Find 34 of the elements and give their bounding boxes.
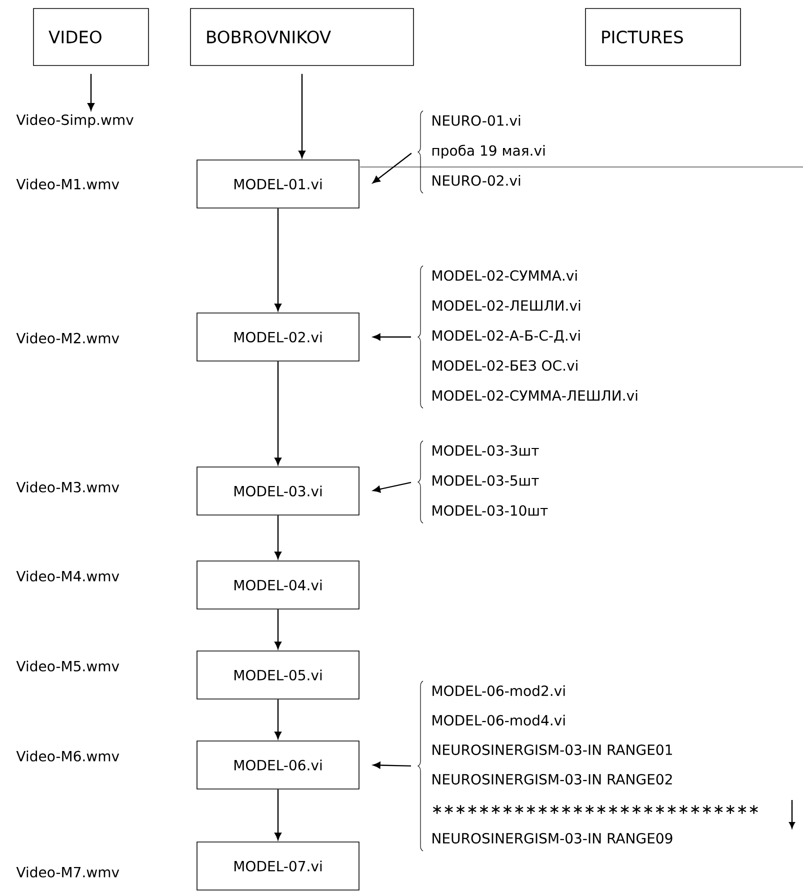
arrow: [274, 699, 282, 740]
arrow: [274, 515, 282, 560]
file-name: Video-M1.wmv: [16, 178, 120, 190]
arrow: [274, 609, 282, 650]
arrow: [372, 482, 412, 493]
file-name: Video-M3.wmv: [16, 482, 120, 492]
file-list: NEURO-01.vi проба 19 мая.vi NEURO-02.vi: [418, 110, 545, 194]
arrow: [274, 361, 282, 466]
file-list: MODEL-03-3шт MODEL-03-5шт MODEL-03-10шт: [418, 440, 548, 524]
file-name: Video-M6.wmv: [16, 750, 120, 762]
arrow: [372, 762, 412, 769]
file-name: Video-M4.wmv: [16, 570, 120, 582]
header-box: BOBROVNIKOV: [190, 8, 414, 66]
file-list: MODEL-06-mod2.vi MODEL-06-mod4.vi NEUROSINERGISM-03-IN RANGE01 NEUROSINERGISM-03-IN RANGE02 ∗∗∗∗∗∗∗∗∗∗∗∗∗∗∗∗∗∗∗∗∗∗∗∗∗∗∗∗ NEUROSINERGISM-03-IN RANGE09: [418, 680, 758, 852]
arrow: [372, 152, 412, 184]
process-box: MODEL-05.vi: [196, 650, 360, 700]
arrow: [298, 74, 306, 158]
file-name: Video-Simp.wmv: [16, 114, 134, 128]
file-name: Video-M7.wmv: [16, 866, 120, 878]
file-name: Video-M2.wmv: [16, 332, 120, 344]
process-box: MODEL-03.vi: [196, 466, 360, 516]
process-box: MODEL-06.vi: [196, 740, 360, 790]
header-box: PICTURES: [585, 8, 741, 66]
arrow: [274, 208, 282, 312]
process-box: MODEL-04.vi: [196, 560, 360, 610]
process-box: MODEL-07.vi: [196, 842, 360, 890]
arrow: [274, 789, 282, 840]
header-box: VIDEO: [33, 8, 149, 66]
arrow: [88, 74, 94, 111]
file-list: MODEL-02-СУММА.vi MODEL-02-ЛЕШЛИ.vi MODEL-02-А-Б-С-Д.vi MODEL-02-БЕЗ ОС.vi MODEL-02-СУММА-ЛЕШЛИ.vi: [418, 266, 638, 408]
arrow: [372, 334, 411, 340]
process-box: MODEL-02.vi: [196, 312, 360, 362]
file-name: Video-M5.wmv: [16, 660, 120, 672]
process-box: MODEL-01.vi: [196, 160, 360, 208]
